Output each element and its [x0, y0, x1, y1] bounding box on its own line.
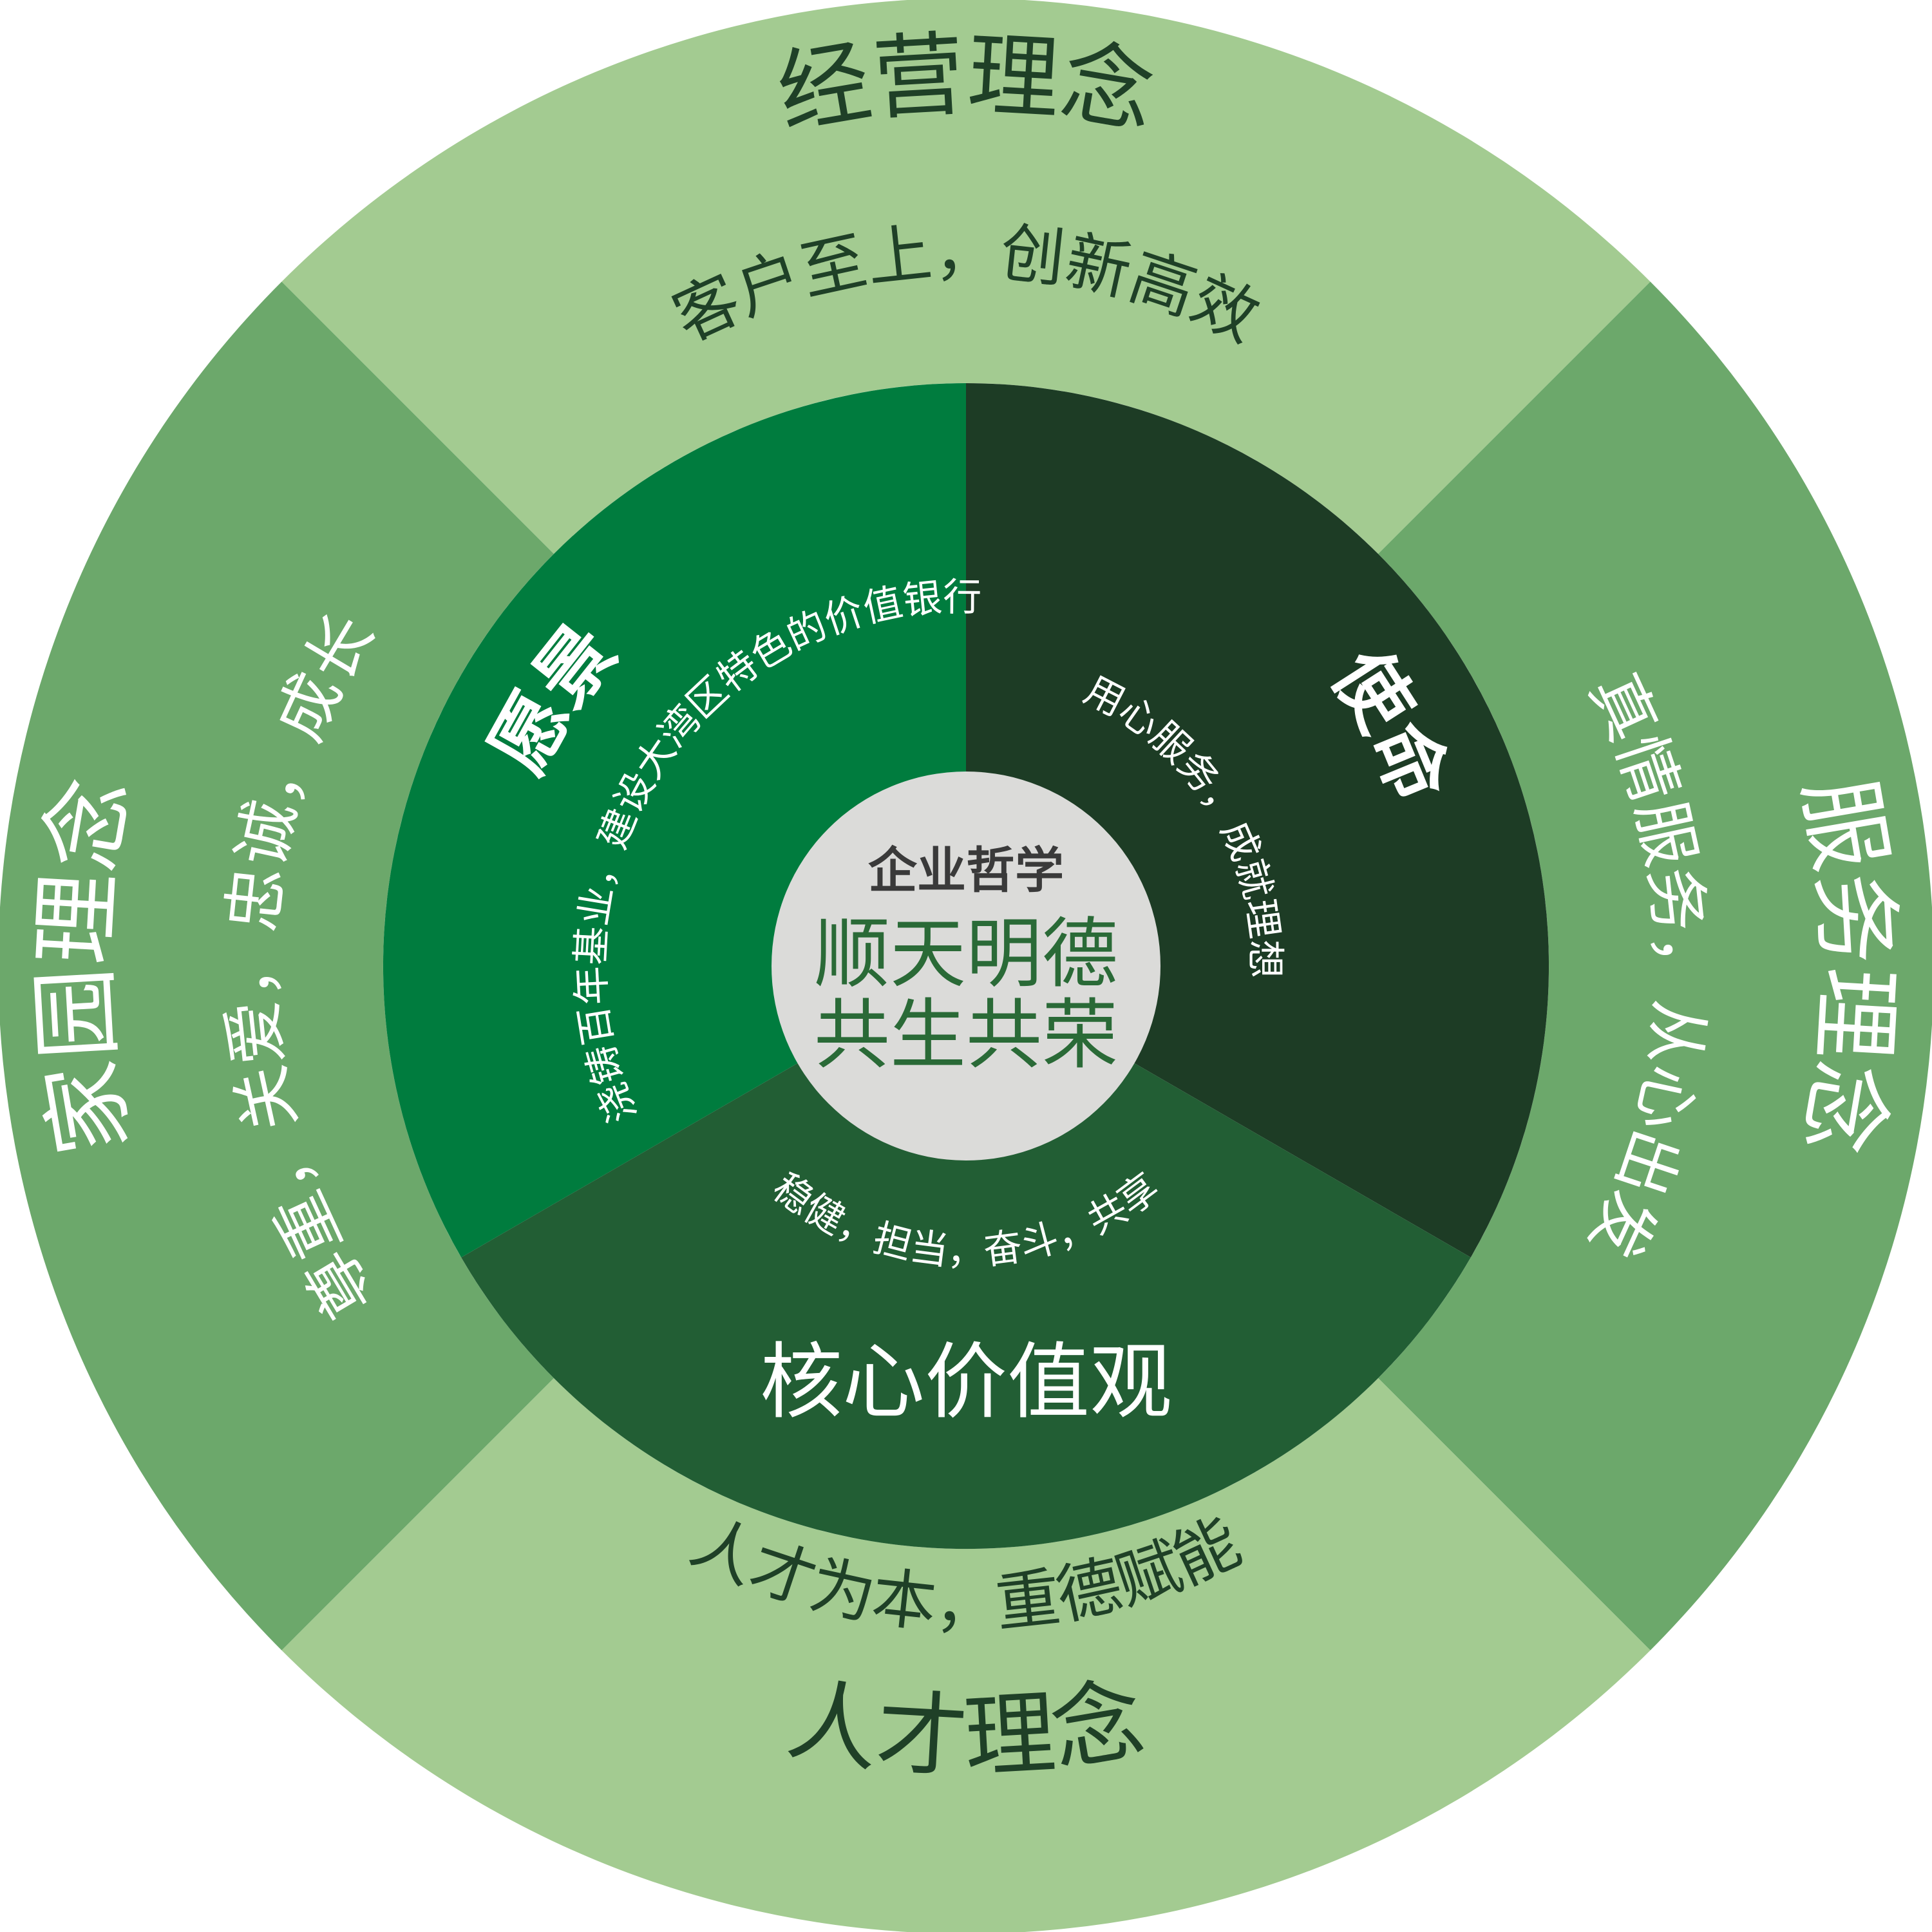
center-heading: 企业哲学	[868, 842, 1064, 899]
outer-quadrant-top	[281, 0, 1651, 554]
outer-quadrant-right	[1378, 281, 1932, 1651]
outer-quadrant-left	[0, 281, 554, 1651]
center-line-2: 共生共荣	[814, 990, 1118, 1079]
outer-quadrant-bottom	[281, 1378, 1651, 1932]
core-values-sector	[461, 966, 1471, 1549]
center-line-1: 顺天明德	[814, 909, 1118, 998]
center-disk	[772, 772, 1160, 1160]
core-values-title: 核心价值观	[760, 1334, 1172, 1430]
